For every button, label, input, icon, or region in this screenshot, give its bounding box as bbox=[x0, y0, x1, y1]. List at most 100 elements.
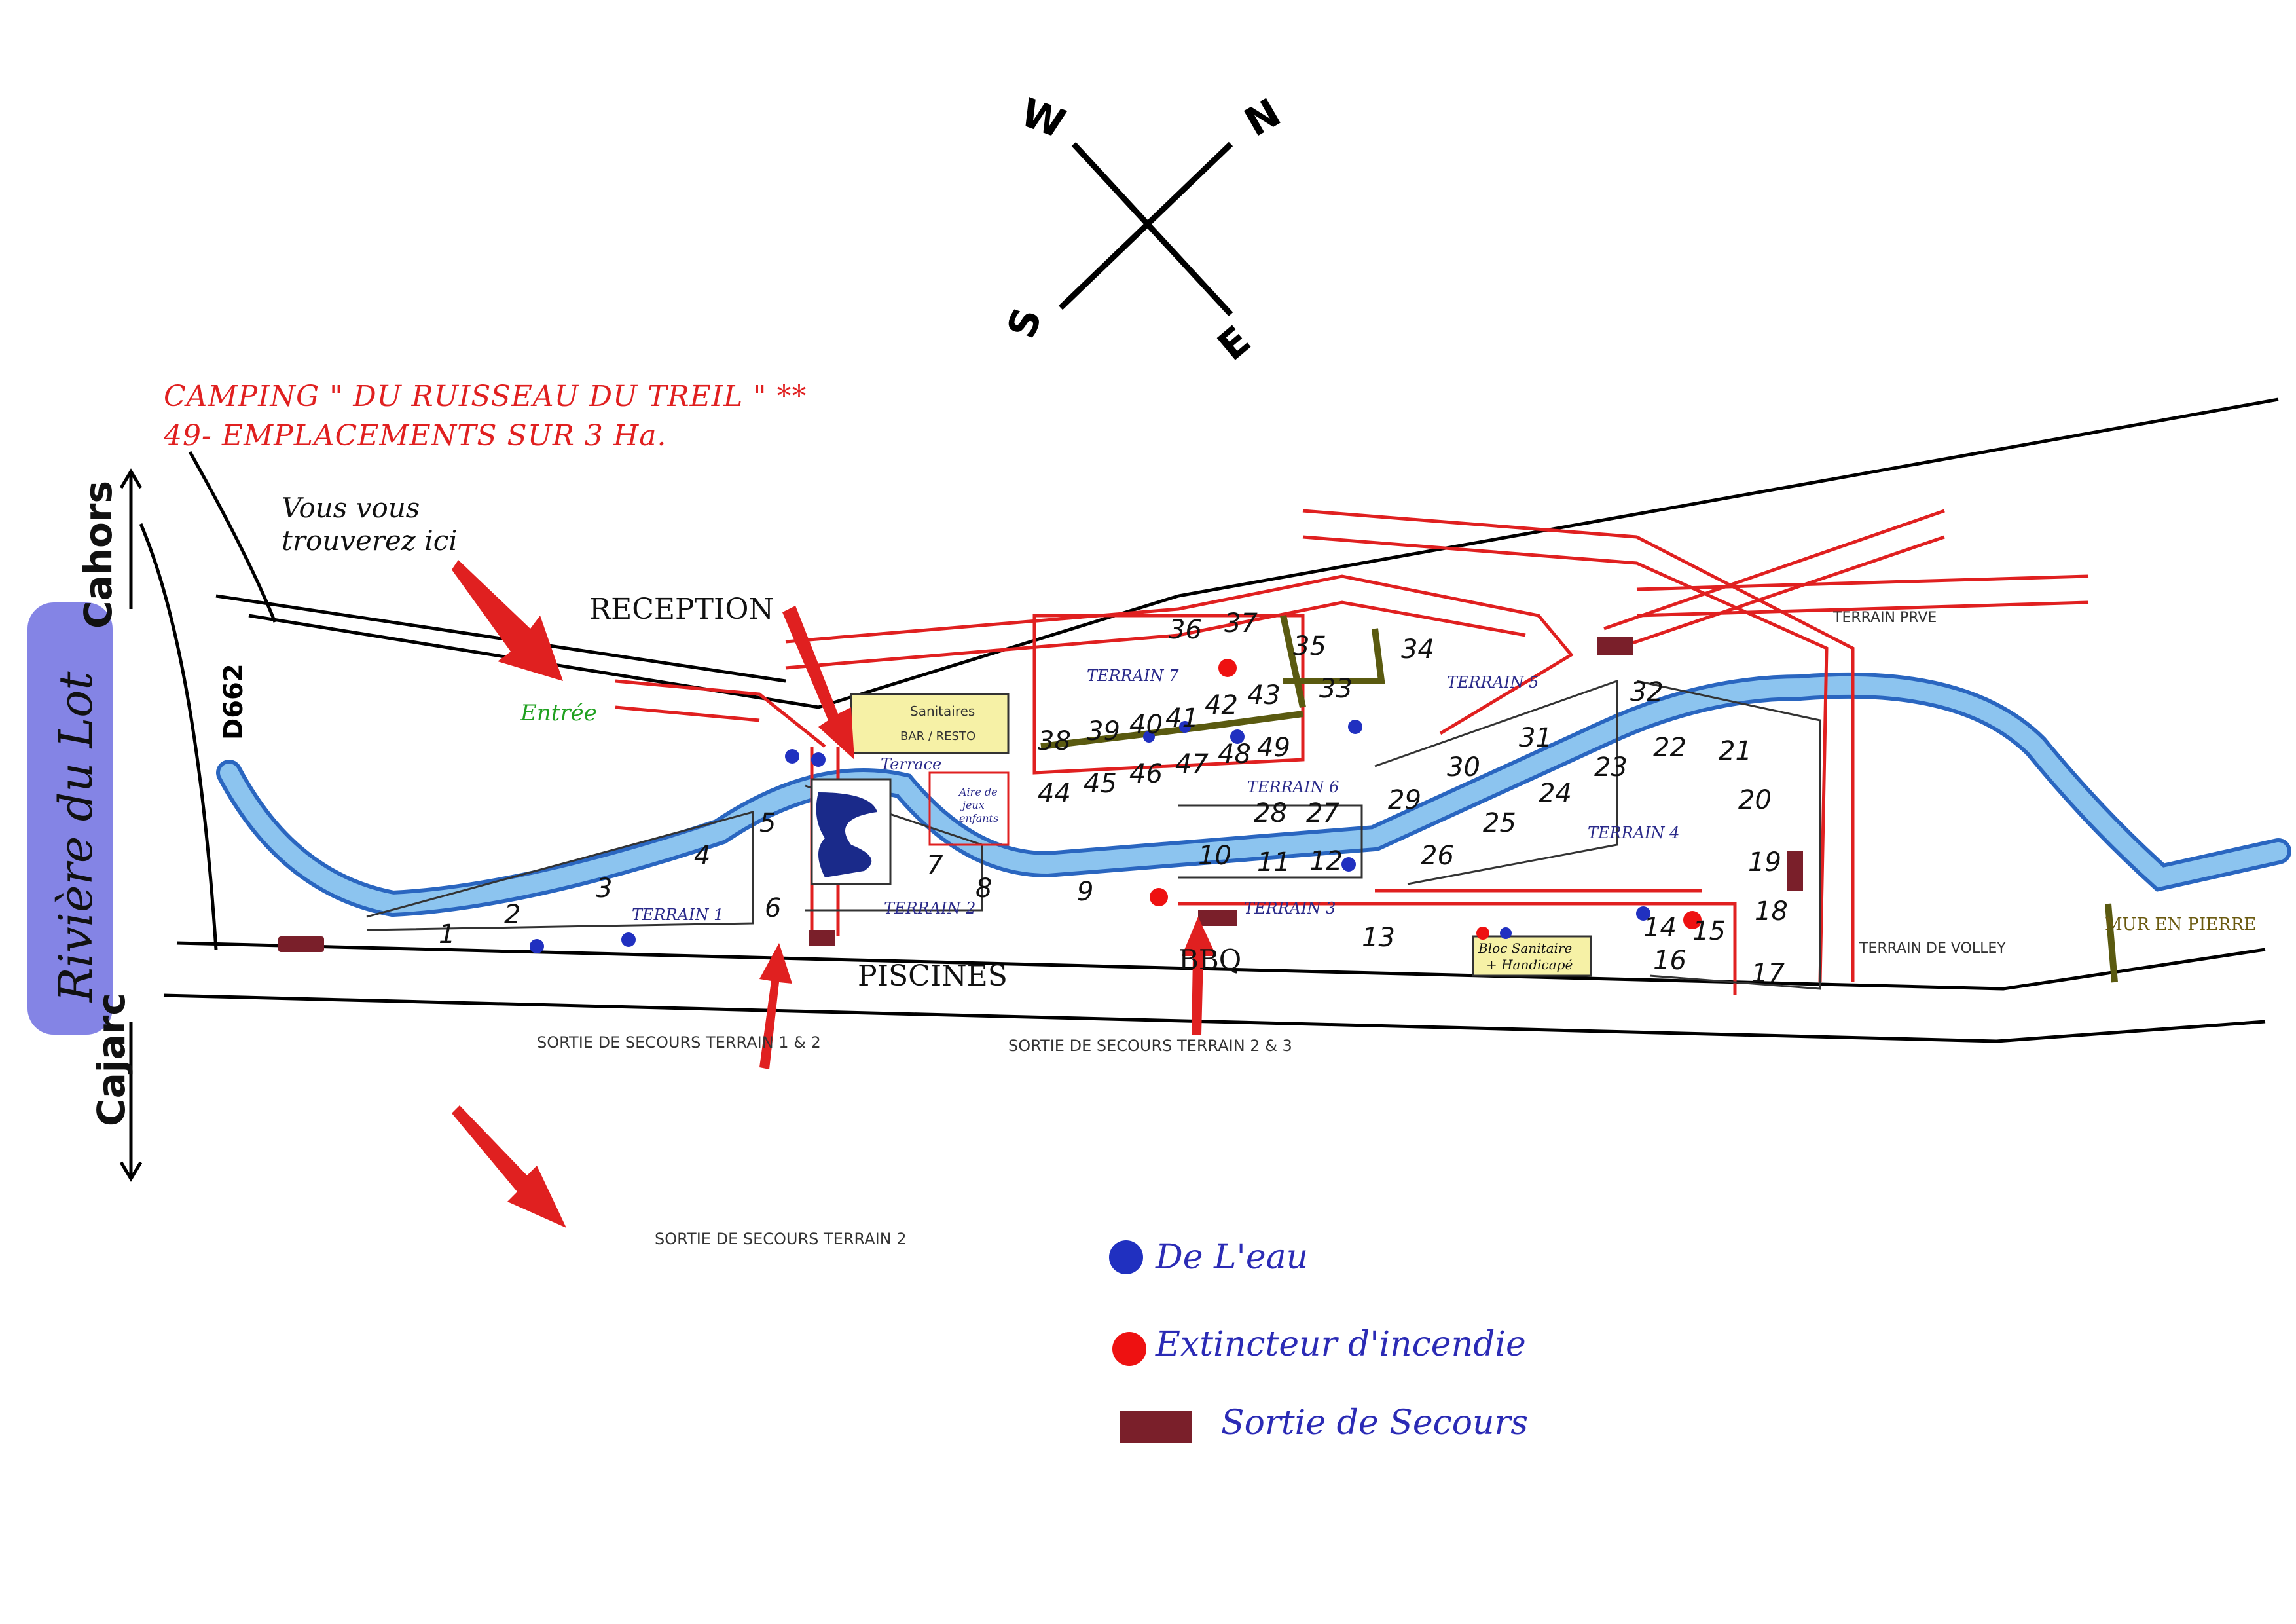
pitch-2: 2 bbox=[504, 900, 520, 930]
emergency-exits bbox=[278, 637, 1803, 952]
sortie-2-3-label: SORTIE DE SECOURS TERRAIN 2 & 3 bbox=[1008, 1037, 1292, 1055]
terrain-4-label: TERRAIN 4 bbox=[1588, 824, 1679, 842]
legend-water-icon bbox=[1109, 1240, 1143, 1274]
pitch-21: 21 bbox=[1719, 736, 1752, 766]
exit-marker-3 bbox=[1198, 910, 1237, 926]
pitch-22: 22 bbox=[1653, 733, 1686, 763]
water-dot bbox=[785, 749, 799, 764]
hedges bbox=[1040, 614, 2118, 983]
map-title: CAMPING " DU RUISSEAU DU TREIL " ** bbox=[164, 380, 807, 413]
pitch-16: 16 bbox=[1653, 946, 1686, 976]
internal-paths bbox=[615, 509, 2089, 995]
water-dot bbox=[1500, 927, 1512, 939]
pitch-42: 42 bbox=[1205, 690, 1238, 720]
legend-extinguisher-icon bbox=[1112, 1332, 1146, 1366]
extinguisher-dot bbox=[1218, 659, 1237, 677]
terrace-label: Terrace bbox=[881, 755, 941, 773]
pitch-8: 8 bbox=[975, 874, 992, 904]
pitch-1: 1 bbox=[439, 919, 455, 950]
arrow-exit-1-2 bbox=[759, 943, 792, 1069]
compass-south: S bbox=[998, 302, 1051, 344]
pitch-39: 39 bbox=[1087, 716, 1120, 747]
water-points bbox=[530, 720, 1650, 953]
pitch-23: 23 bbox=[1594, 752, 1628, 783]
aire-jeux-label-1: Aire de bbox=[958, 786, 998, 798]
pitch-31: 31 bbox=[1519, 723, 1552, 753]
bloc-sanitaire-label-2: + Handicapé bbox=[1486, 957, 1573, 972]
pitch-47: 47 bbox=[1175, 749, 1209, 779]
pitch-29: 29 bbox=[1388, 785, 1421, 815]
water-dot bbox=[621, 932, 636, 947]
map-subtitle: 49- EMPLACEMENTS SUR 3 Ha. bbox=[163, 419, 666, 452]
legend: De L'eau Extincteur d'incendie Sortie de… bbox=[1109, 1238, 1528, 1443]
pitch-4: 4 bbox=[694, 841, 710, 871]
reception-label: RECEPTION bbox=[589, 593, 774, 626]
pitch-20: 20 bbox=[1738, 785, 1772, 815]
terrain-7-label: TERRAIN 7 bbox=[1087, 667, 1179, 685]
pitch-27: 27 bbox=[1306, 798, 1339, 828]
legend-extinguisher-label: Extincteur d'incendie bbox=[1155, 1325, 1526, 1364]
pitch-30: 30 bbox=[1447, 752, 1480, 783]
pitch-43: 43 bbox=[1247, 680, 1281, 710]
extinguisher-dot bbox=[1476, 927, 1489, 940]
pitch-3: 3 bbox=[596, 874, 612, 904]
exit-marker-2 bbox=[809, 930, 835, 946]
exit-marker-5 bbox=[1787, 851, 1803, 891]
sortie-1-2-label: SORTIE DE SECOURS TERRAIN 1 & 2 bbox=[537, 1033, 821, 1052]
aire-jeux-label-2: jeux bbox=[960, 799, 985, 811]
legend-water-label: De L'eau bbox=[1155, 1238, 1308, 1277]
cajarc-label: Cajarc bbox=[89, 993, 134, 1126]
sanitaires-label: Sanitaires bbox=[910, 703, 975, 719]
road-direction-cajarc bbox=[119, 1022, 143, 1182]
vous-ici-label-2: trouverez ici bbox=[282, 525, 458, 557]
arrow-exit-2-3 bbox=[1182, 917, 1216, 1035]
bbq-label: BBQ bbox=[1178, 944, 1241, 976]
terrain-volley-label: TERRAIN DE VOLLEY bbox=[1859, 940, 2006, 957]
exit-marker-1 bbox=[278, 936, 324, 952]
water-dot bbox=[811, 752, 826, 767]
pitch-45: 45 bbox=[1084, 769, 1117, 799]
pitch-19: 19 bbox=[1748, 847, 1781, 877]
pitch-48: 48 bbox=[1218, 739, 1251, 769]
legend-exit-label: Sortie de Secours bbox=[1221, 1403, 1528, 1443]
pitch-46: 46 bbox=[1129, 759, 1163, 789]
compass-east: E bbox=[1209, 318, 1259, 370]
pitch-9: 9 bbox=[1077, 877, 1093, 907]
pool-water bbox=[816, 792, 877, 877]
pitch-35: 35 bbox=[1293, 631, 1326, 661]
pitch-34: 34 bbox=[1401, 635, 1434, 665]
pitch-24: 24 bbox=[1539, 779, 1572, 809]
pitch-25: 25 bbox=[1483, 808, 1516, 838]
pitch-49: 49 bbox=[1257, 733, 1290, 763]
sortie-2-label: SORTIE DE SECOURS TERRAIN 2 bbox=[655, 1230, 907, 1248]
sanitaires-building bbox=[850, 693, 1010, 754]
water-dot bbox=[1636, 906, 1650, 921]
pitch-33: 33 bbox=[1319, 674, 1353, 704]
compass-west: W bbox=[1015, 90, 1071, 147]
compass-rose: W N S E bbox=[998, 90, 1288, 370]
river-lot-highlight bbox=[27, 602, 113, 1035]
road-d662-label: D662 bbox=[219, 663, 249, 740]
bar-resto-label: BAR / RESTO bbox=[900, 729, 975, 743]
entree-label: Entrée bbox=[520, 700, 597, 726]
terrain-2-label: TERRAIN 2 bbox=[884, 899, 975, 917]
extinguishers bbox=[1150, 659, 1702, 940]
pitch-38: 38 bbox=[1038, 726, 1071, 756]
pitch-40: 40 bbox=[1129, 710, 1163, 740]
terrain-6-label: TERRAIN 6 bbox=[1247, 778, 1339, 796]
terrain-1-label: TERRAIN 1 bbox=[632, 906, 723, 924]
pitch-14: 14 bbox=[1643, 913, 1677, 943]
mur-pierre-label: MUR EN PIERRE bbox=[2105, 915, 2256, 934]
arrow-entree bbox=[452, 560, 563, 681]
water-dot bbox=[530, 939, 544, 953]
exit-marker-4 bbox=[1597, 637, 1633, 655]
river-lot-label: Rivière du Lot bbox=[49, 671, 103, 1003]
aire-jeux-label-3: enfants bbox=[959, 812, 998, 824]
pitch-11: 11 bbox=[1257, 847, 1290, 877]
pitch-6: 6 bbox=[765, 893, 781, 923]
terrain-3-label: TERRAIN 3 bbox=[1244, 899, 1336, 917]
pitch-12: 12 bbox=[1309, 846, 1343, 876]
bloc-sanitaire-label-1: Bloc Sanitaire bbox=[1478, 940, 1572, 956]
arrow-exit-2 bbox=[452, 1105, 566, 1228]
